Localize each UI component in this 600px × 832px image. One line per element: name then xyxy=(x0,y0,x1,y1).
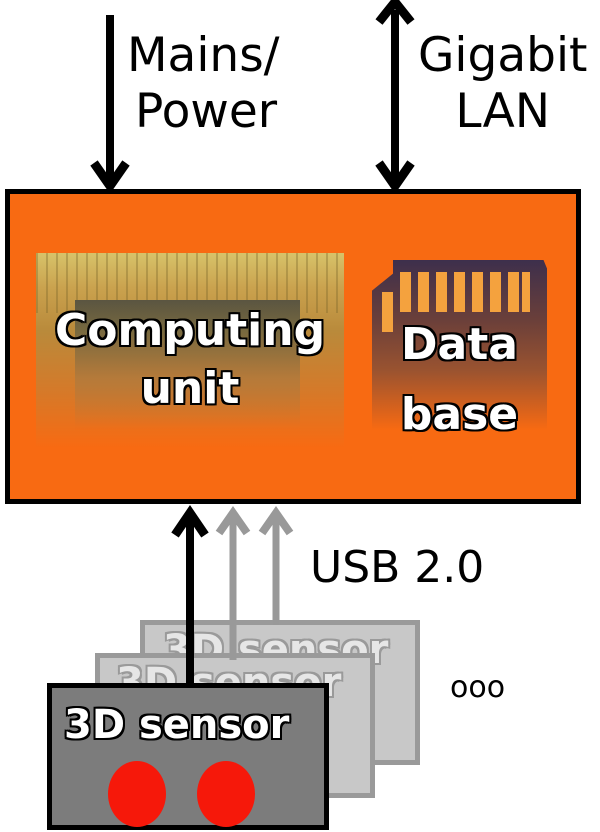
sd-pin xyxy=(454,272,465,312)
power-label-line2: Power xyxy=(135,84,278,139)
usb-arrow-secondary xyxy=(215,506,251,660)
usb-arrow-tertiary xyxy=(258,506,294,625)
sd-pin xyxy=(436,272,447,312)
sensor-led-icon xyxy=(197,761,255,827)
database-label-line2: base xyxy=(400,389,519,440)
network-label: Gigabit LAN xyxy=(418,28,587,140)
sd-card-icon xyxy=(372,260,547,430)
usb-arrow-main xyxy=(171,505,209,688)
sd-pin xyxy=(522,272,530,312)
sensor-led-icon xyxy=(108,761,166,827)
sd-pin xyxy=(382,292,393,332)
more-sensors-indicator: ooo xyxy=(450,670,506,705)
computing-unit-label: Computing unit xyxy=(36,302,344,418)
sd-pin xyxy=(400,272,411,312)
sd-pin xyxy=(490,272,501,312)
sd-pin xyxy=(472,272,483,312)
sd-pin xyxy=(418,272,429,312)
sensor-front-label: 3D sensor xyxy=(64,702,290,748)
power-label: Mains/ Power xyxy=(127,28,280,140)
power-label-line1: Mains/ xyxy=(127,28,280,83)
usb-label: USB 2.0 xyxy=(310,542,485,593)
sd-pin xyxy=(508,272,519,312)
network-label-line1: Gigabit xyxy=(418,28,588,83)
power-arrow xyxy=(90,15,130,194)
network-label-line2: LAN xyxy=(455,84,550,139)
sensor-front: 3D sensor xyxy=(47,683,329,830)
database-label: Data base xyxy=(372,310,547,450)
cpu-die-icon xyxy=(75,300,300,430)
computing-label-line2: unit xyxy=(140,363,240,414)
database-label-line1: Data xyxy=(401,319,518,370)
lan-arrow xyxy=(375,0,415,194)
computing-label-line1: Computing xyxy=(54,305,326,356)
